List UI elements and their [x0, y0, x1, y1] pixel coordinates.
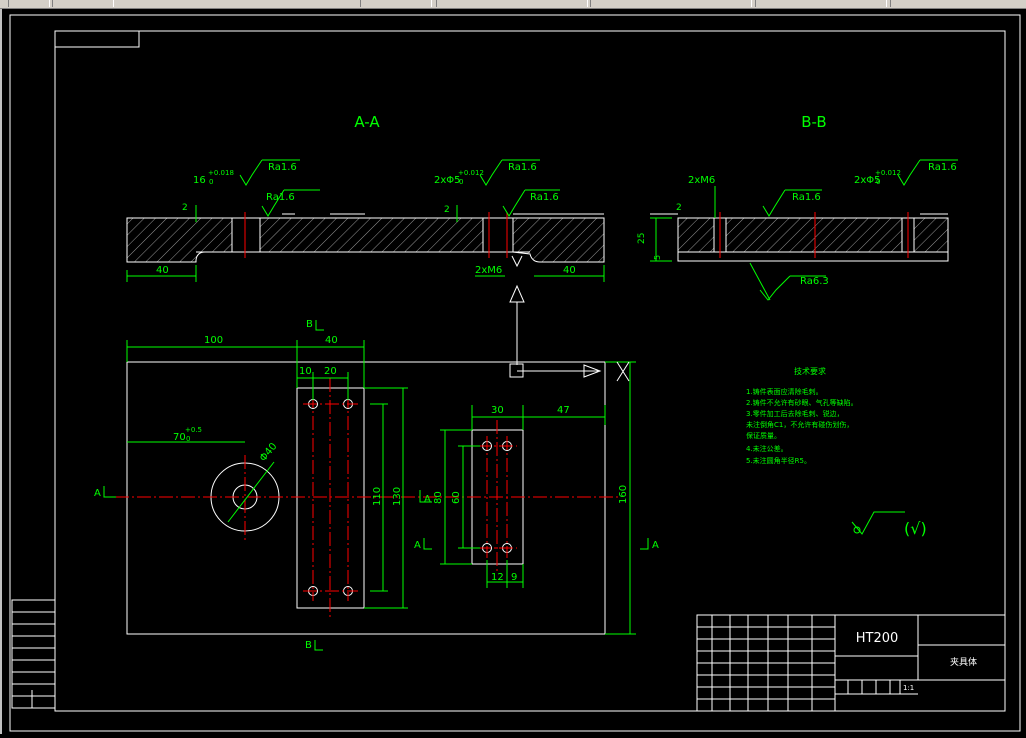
svg-text:未注倒角C1，不允许有碰伤划伤，: 未注倒角C1，不允许有碰伤划伤， — [746, 420, 853, 429]
svg-text:B: B — [305, 640, 312, 651]
section-b-body — [650, 212, 949, 262]
general-roughness-symbol: (√) — [851, 511, 927, 538]
svg-text:2xM6: 2xM6 — [475, 265, 502, 276]
view-direction-arrow — [509, 284, 525, 365]
svg-text:Ra1.6: Ra1.6 — [268, 162, 297, 173]
section-markers: A A A A B B — [94, 319, 659, 651]
svg-text:2: 2 — [182, 203, 188, 213]
svg-text:技术要求: 技术要求 — [794, 366, 826, 376]
svg-text:70: 70 — [173, 432, 186, 443]
toolbar-segment[interactable] — [436, 0, 588, 7]
svg-text:A: A — [424, 494, 431, 505]
svg-text:5.未注圆角半径R5。: 5.未注圆角半径R5。 — [746, 456, 811, 465]
toolbar-segment[interactable] — [755, 0, 887, 7]
svg-text:(√): (√) — [904, 519, 927, 538]
toolbar-segment[interactable] — [590, 0, 752, 7]
svg-text:A: A — [94, 488, 101, 499]
inner-frame — [54, 30, 1006, 712]
svg-text:40: 40 — [325, 335, 338, 346]
svg-text:0: 0 — [186, 435, 190, 443]
svg-text:60: 60 — [451, 491, 462, 504]
toolbar-segment[interactable] — [8, 0, 50, 7]
svg-text:25: 25 — [637, 233, 647, 244]
svg-text:12: 12 — [491, 572, 504, 583]
svg-text:110: 110 — [372, 487, 383, 506]
svg-text:40: 40 — [563, 265, 576, 276]
section-a-body — [126, 212, 605, 263]
svg-text:0: 0 — [459, 178, 463, 186]
svg-text:4.未注公差。: 4.未注公差。 — [746, 444, 788, 453]
svg-text:30: 30 — [491, 405, 504, 416]
svg-text:A: A — [652, 540, 659, 551]
scale-label: 1:1 — [903, 684, 914, 692]
ucs-icon — [509, 361, 630, 382]
svg-text:2xM6: 2xM6 — [688, 175, 715, 186]
svg-text:Ra1.6: Ra1.6 — [530, 192, 559, 203]
svg-text:A: A — [414, 540, 421, 551]
svg-text:+0.012: +0.012 — [875, 169, 901, 177]
svg-text:2xΦ5: 2xΦ5 — [854, 175, 881, 186]
svg-text:2: 2 — [676, 203, 682, 213]
svg-text:2xΦ5: 2xΦ5 — [434, 175, 461, 186]
svg-text:20: 20 — [324, 366, 337, 377]
svg-text:+0.012: +0.012 — [458, 169, 484, 177]
svg-text:B: B — [306, 319, 313, 330]
svg-text:160: 160 — [618, 485, 629, 504]
svg-text:0: 0 — [876, 178, 880, 186]
svg-text:Φ40: Φ40 — [258, 441, 280, 464]
svg-text:Ra1.6: Ra1.6 — [792, 192, 821, 203]
plan-view-outline — [126, 361, 606, 635]
svg-text:+0.018: +0.018 — [208, 169, 234, 177]
section-b-annotations: 2xM6 Ra1.6 2 2xΦ5 +0.012 0 Ra1.6 25 5 Ra… — [637, 159, 958, 301]
svg-text:5: 5 — [653, 255, 662, 260]
cad-model-space[interactable]: A-A B-B 16 +0.018 0 Ra1.6 Ra1.6 2 2xΦ5 — [0, 9, 1026, 734]
material-label: HT200 — [856, 631, 899, 646]
title-block — [696, 614, 1006, 712]
section-a-annotations: 16 +0.018 0 Ra1.6 Ra1.6 2 2xΦ5 +0.012 0 … — [126, 159, 605, 282]
svg-text:Ra1.6: Ra1.6 — [508, 162, 537, 173]
svg-text:Ra1.6: Ra1.6 — [266, 192, 295, 203]
svg-text:130: 130 — [392, 487, 403, 506]
toolbar-segment[interactable] — [890, 0, 1026, 7]
plan-view-centerlines — [115, 378, 618, 618]
svg-text:Ra1.6: Ra1.6 — [928, 162, 957, 173]
section-b-title: B-B — [801, 113, 826, 131]
technical-notes: 技术要求 1.铸件表面应清除毛刺。 2.铸件不允许有砂眼、气孔等缺陷。 3.零件… — [746, 366, 858, 465]
svg-text:3.零件加工后去除毛刺、锐边，: 3.零件加工后去除毛刺、锐边， — [746, 409, 844, 418]
svg-text:1.铸件表面应清除毛刺。: 1.铸件表面应清除毛刺。 — [746, 387, 823, 396]
svg-text:10: 10 — [299, 366, 312, 377]
svg-text:80: 80 — [433, 491, 444, 504]
toolbar-segment[interactable] — [52, 0, 114, 7]
svg-text:2: 2 — [444, 205, 450, 215]
section-a-title: A-A — [354, 113, 380, 131]
part-name-label: 夹具体 — [950, 656, 977, 668]
outer-frame — [9, 14, 1021, 732]
binding-strip — [11, 599, 56, 709]
svg-text:9: 9 — [511, 572, 517, 583]
drawing-canvas[interactable]: A-A B-B 16 +0.018 0 Ra1.6 Ra1.6 2 2xΦ5 — [0, 9, 1026, 734]
svg-text:100: 100 — [204, 335, 223, 346]
svg-text:40: 40 — [156, 265, 169, 276]
svg-text:2.铸件不允许有砂眼、气孔等缺陷。: 2.铸件不允许有砂眼、气孔等缺陷。 — [746, 398, 858, 407]
svg-text:47: 47 — [557, 405, 570, 416]
svg-text:0: 0 — [209, 178, 213, 186]
window-toolbar-strip — [0, 0, 1026, 9]
toolbar-segment[interactable] — [360, 0, 432, 7]
svg-text:保证质量。: 保证质量。 — [746, 431, 781, 440]
svg-text:16: 16 — [193, 175, 206, 186]
plan-view-dimensions: 100 40 10 20 70 +0.5 0 Φ40 110 130 30 47… — [126, 335, 636, 635]
corner-box — [54, 30, 140, 48]
svg-text:+0.5: +0.5 — [185, 426, 202, 434]
svg-text:Ra6.3: Ra6.3 — [800, 276, 829, 287]
left-edge-strip — [0, 9, 2, 734]
